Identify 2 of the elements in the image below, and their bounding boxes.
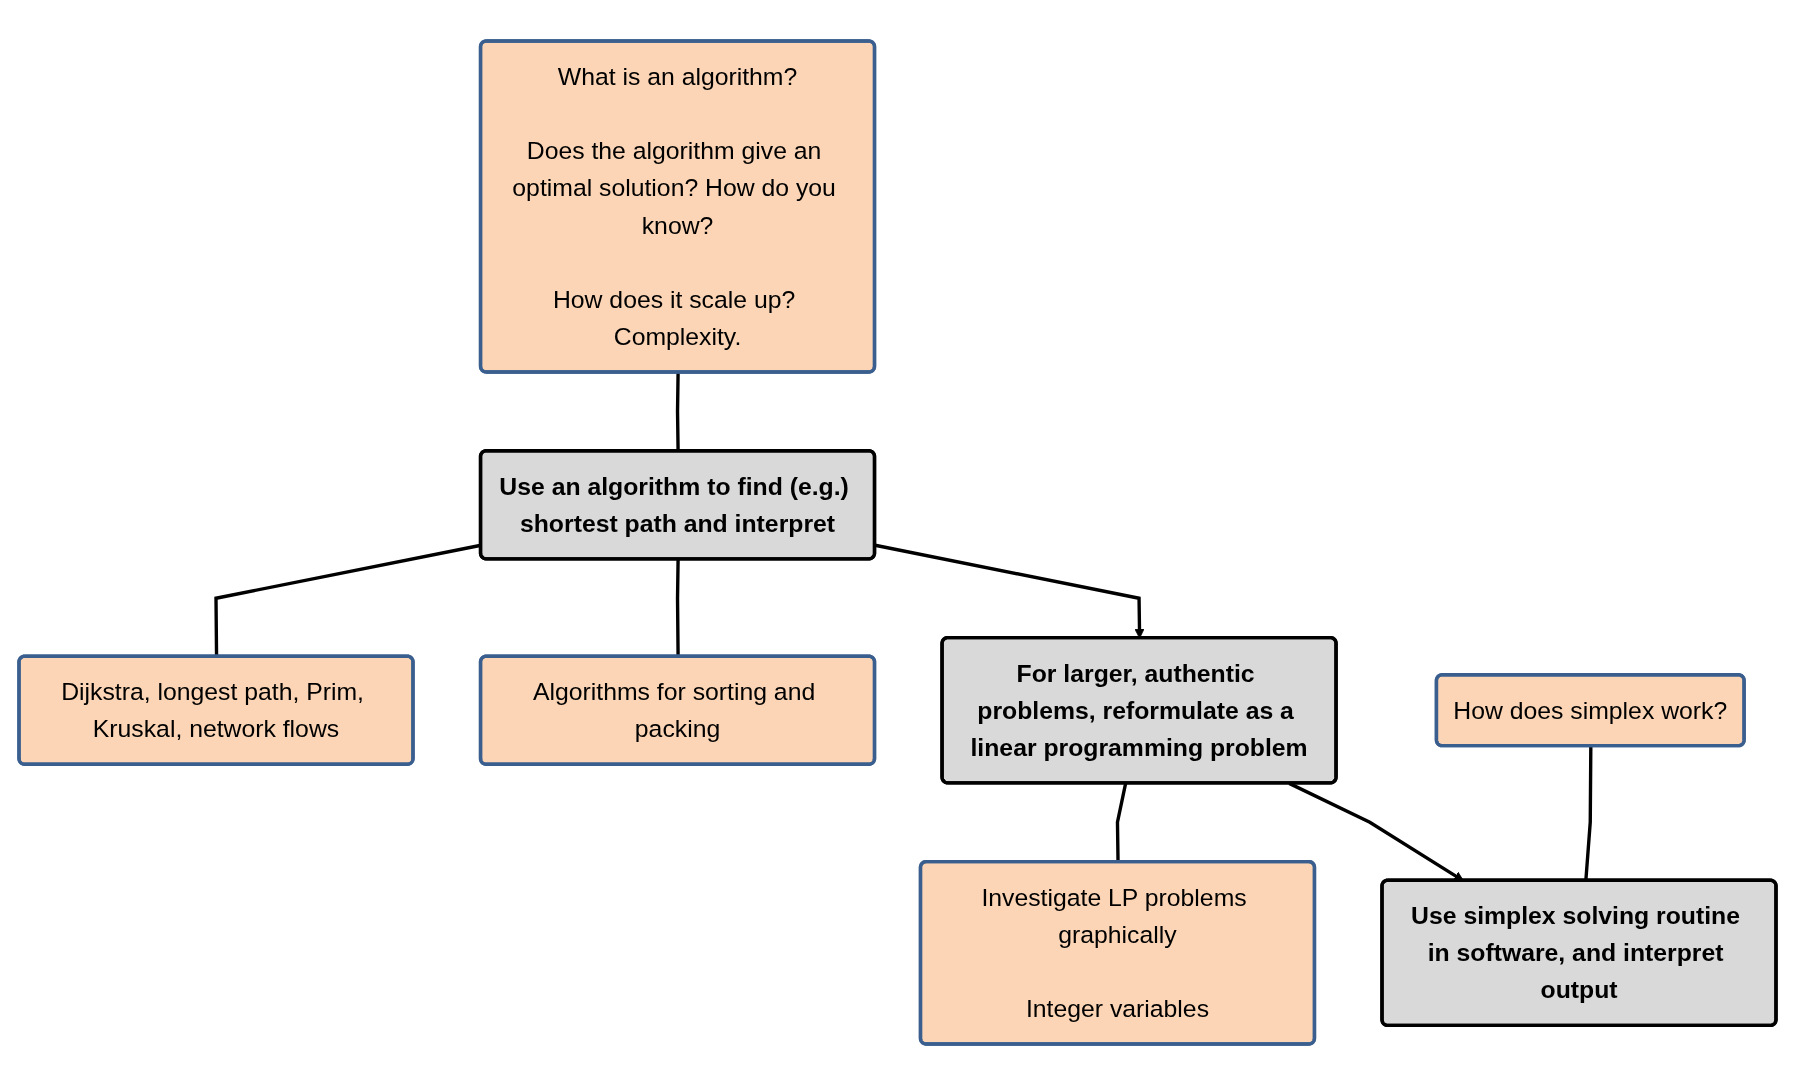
connector (1584, 746, 1593, 881)
connector (675, 559, 680, 657)
